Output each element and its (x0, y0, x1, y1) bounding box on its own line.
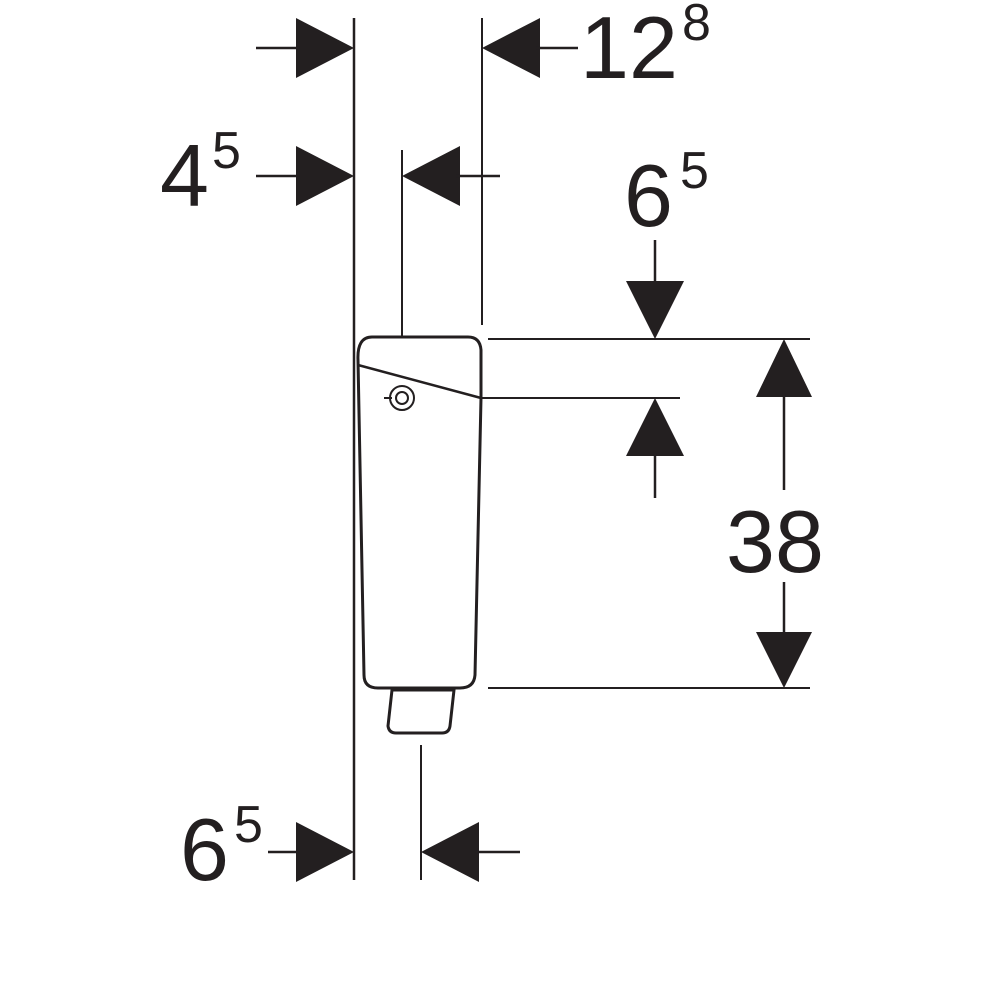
dim-6-5-bottom-right-arrow (421, 822, 479, 882)
dim-4-5-right-arrow (402, 146, 460, 206)
dim-38-down-arrow (756, 632, 812, 688)
dim-38-up-arrow (756, 339, 812, 397)
cistern-body (356, 335, 483, 690)
dim-6-5-bottom-main: 6 (180, 800, 229, 899)
dim-4-5-left-arrow (296, 146, 354, 206)
outlet-spigot (386, 688, 456, 735)
dim-6-5-bottom-sup: 5 (234, 796, 263, 854)
dim-12-8-sup: 8 (682, 0, 711, 52)
dim-4-5-sup: 5 (212, 122, 241, 180)
flush-plate-line (357, 363, 482, 400)
dim-6-5-top-sup: 5 (680, 142, 709, 200)
flush-button-inner (395, 391, 409, 405)
dim-4-5-main: 4 (160, 126, 209, 225)
dim-12-8-left-arrow (296, 18, 354, 78)
dim-6-5-top-main: 6 (624, 146, 673, 245)
dim-12-8-main: 12 (580, 0, 678, 97)
dim-6-5-bottom-left-arrow (296, 822, 354, 882)
dim-38-label: 38 (726, 492, 824, 591)
dim-12-8-right-arrow (482, 18, 540, 78)
dim-6-5-top-up-arrow (626, 398, 684, 456)
dim-6-5-top-down-arrow (626, 281, 684, 339)
